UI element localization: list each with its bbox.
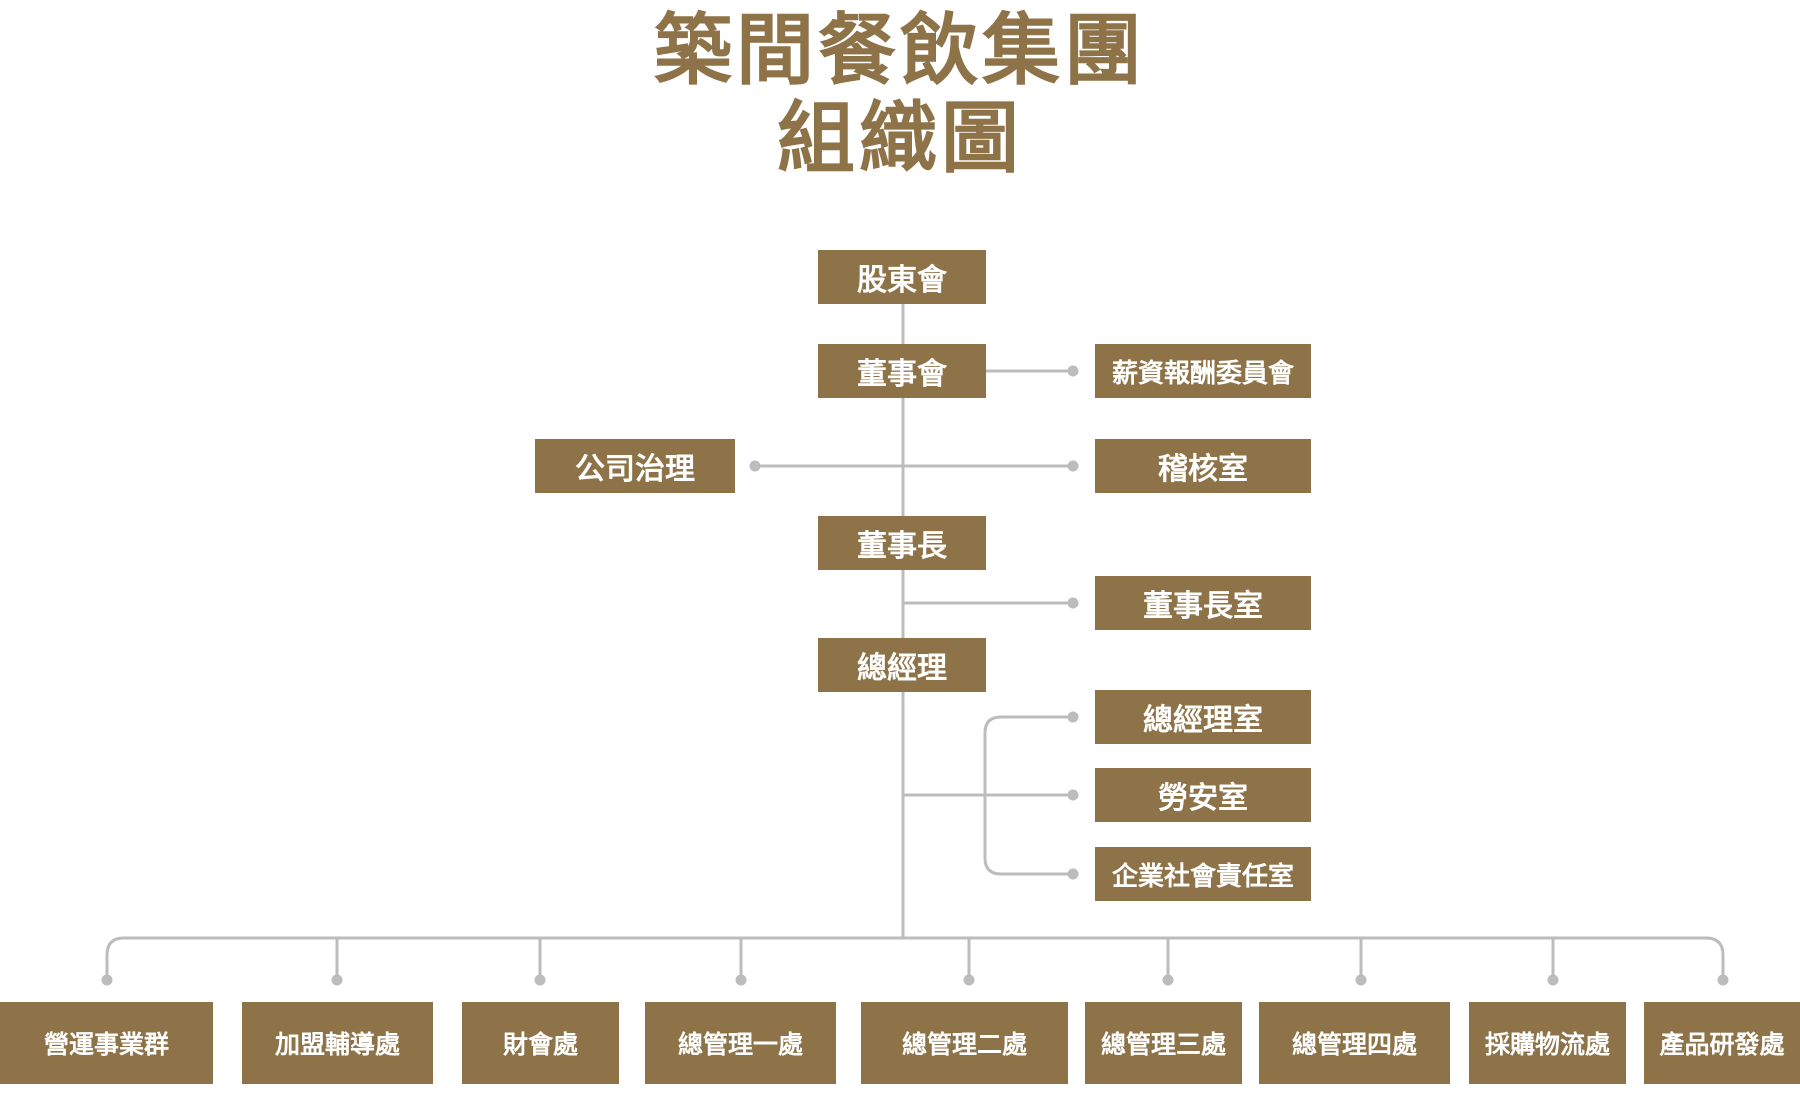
connector-dot <box>1067 460 1079 472</box>
node-board: 董事會 <box>818 344 986 398</box>
dept-franchise-support: 加盟輔導處 <box>242 1002 433 1084</box>
node-chairman: 董事長 <box>818 516 986 570</box>
dept-general-management-2: 總管理二處 <box>861 1002 1068 1084</box>
dept-general-management-4: 總管理四處 <box>1259 1002 1450 1084</box>
connector-dot <box>1717 974 1729 986</box>
dept-product-rnd: 產品研發處 <box>1644 1002 1800 1084</box>
connector-dot <box>1067 365 1079 377</box>
connector-dot <box>963 974 975 986</box>
connector-dot <box>1067 597 1079 609</box>
connector-dot <box>735 974 747 986</box>
chart-title-line2: 組織圖 <box>776 94 1023 184</box>
connector-dot <box>1355 974 1367 986</box>
departments-bus-line <box>105 936 1725 980</box>
node-shareholders: 股東會 <box>818 250 986 304</box>
connector-dot <box>1067 868 1079 880</box>
dept-general-management-3: 總管理三處 <box>1085 1002 1242 1084</box>
node-chairman-office: 董事長室 <box>1095 576 1311 630</box>
chart-title-line1: 築間餐飲集團 <box>653 6 1146 96</box>
connector-dot <box>1547 974 1559 986</box>
connector-dot <box>1162 974 1174 986</box>
dept-general-management-1: 總管理一處 <box>645 1002 836 1084</box>
connector-dot <box>749 460 761 472</box>
connector-dot <box>1067 711 1079 723</box>
connector-dot <box>534 974 546 986</box>
node-corporate-governance: 公司治理 <box>535 439 735 493</box>
connector-dot <box>331 974 343 986</box>
node-audit-office: 稽核室 <box>1095 439 1311 493</box>
node-remuneration-committee: 薪資報酬委員會 <box>1095 344 1311 398</box>
dept-procurement-logistics: 採購物流處 <box>1469 1002 1626 1084</box>
dept-operations-group: 營運事業群 <box>0 1002 213 1084</box>
connector-dot <box>101 974 113 986</box>
node-csr-office: 企業社會責任室 <box>1095 847 1311 901</box>
dept-finance-accounting: 財會處 <box>462 1002 619 1084</box>
node-labor-safety-office: 勞安室 <box>1095 768 1311 822</box>
gm-offices-bracket <box>983 715 1073 876</box>
node-general-manager: 總經理 <box>818 638 986 692</box>
connector-dot <box>1067 789 1079 801</box>
node-gm-office: 總經理室 <box>1095 690 1311 744</box>
